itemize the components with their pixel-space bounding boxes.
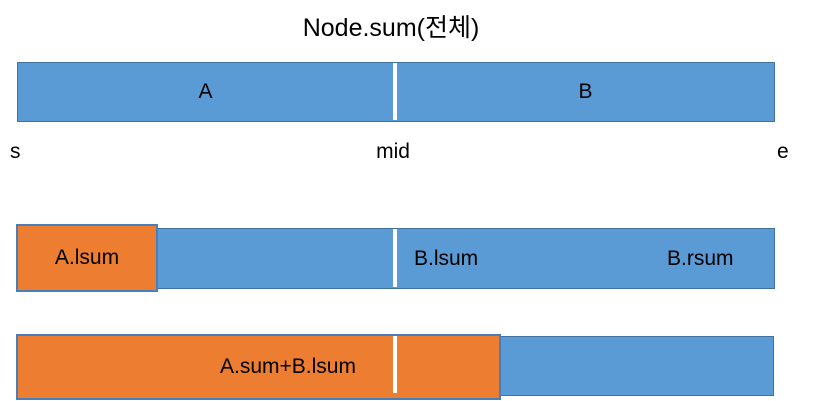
a-lsum-box: A.lsum bbox=[16, 224, 158, 292]
b-lsum-label: B.lsum bbox=[414, 246, 479, 270]
segment-b-label: B bbox=[578, 80, 593, 103]
mid-divider bbox=[393, 229, 397, 287]
a-lsum-label: A.lsum bbox=[54, 246, 120, 269]
axis-label-mid: mid bbox=[376, 140, 410, 163]
axis-label-end: e bbox=[777, 140, 789, 163]
mid-divider bbox=[393, 336, 397, 393]
mid-divider bbox=[393, 63, 397, 120]
b-rsum-label: B.rsum bbox=[667, 246, 734, 270]
full-range-bar: A B bbox=[17, 62, 775, 122]
axis-label-start: s bbox=[10, 140, 21, 163]
a-sum-b-lsum-box: A.sum+B.lsum bbox=[16, 334, 501, 400]
segment-a-label: A bbox=[198, 80, 213, 103]
a-sum-b-lsum-label: A.sum+B.lsum bbox=[220, 355, 356, 378]
diagram-title: Node.sum(전체) bbox=[302, 14, 480, 42]
